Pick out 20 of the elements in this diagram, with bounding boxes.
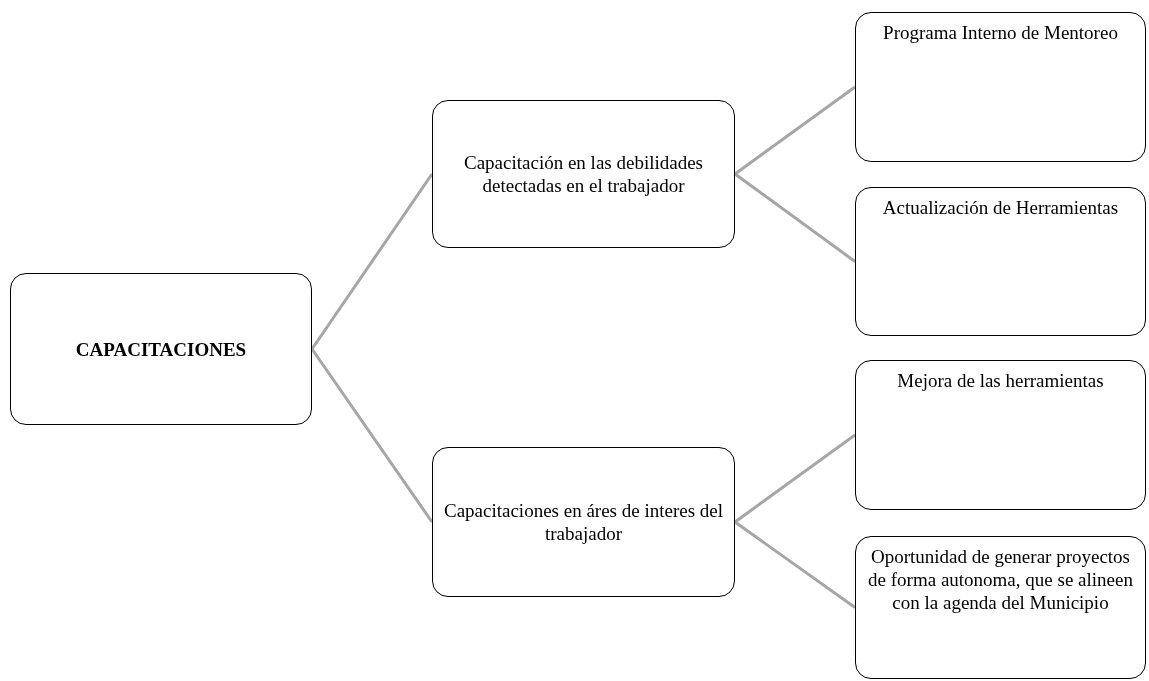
rounded-box: [855, 536, 1146, 679]
rounded-box: [432, 447, 735, 597]
box-text: CAPACITACIONES: [75, 337, 247, 361]
connector-line: [310, 348, 434, 523]
box-text: Oportunidad de generar proyectos de forma autonoma, que se alineen con la agenda del Municipio: [867, 545, 1134, 614]
connector-line: [734, 520, 856, 609]
rounded-box: [855, 12, 1146, 162]
rounded-box: [855, 187, 1146, 336]
connector-line: [734, 85, 856, 176]
rounded-box: [855, 360, 1146, 510]
connector-line: [734, 433, 856, 524]
connector-line: [310, 173, 434, 350]
box-text: Programa Interno de Mentoreo: [883, 21, 1118, 44]
rounded-box: [432, 100, 735, 248]
rounded-box: [10, 273, 312, 425]
connector-line: [734, 172, 856, 263]
box-text: Capacitación en las debilidades detectadas en el trabajador: [463, 151, 704, 197]
box-text: Mejora de las herramientas: [897, 369, 1104, 392]
box-text: Capacitaciones en áres de interes del trabajador: [442, 499, 725, 545]
box-text: Actualización de Herramientas: [882, 196, 1119, 219]
